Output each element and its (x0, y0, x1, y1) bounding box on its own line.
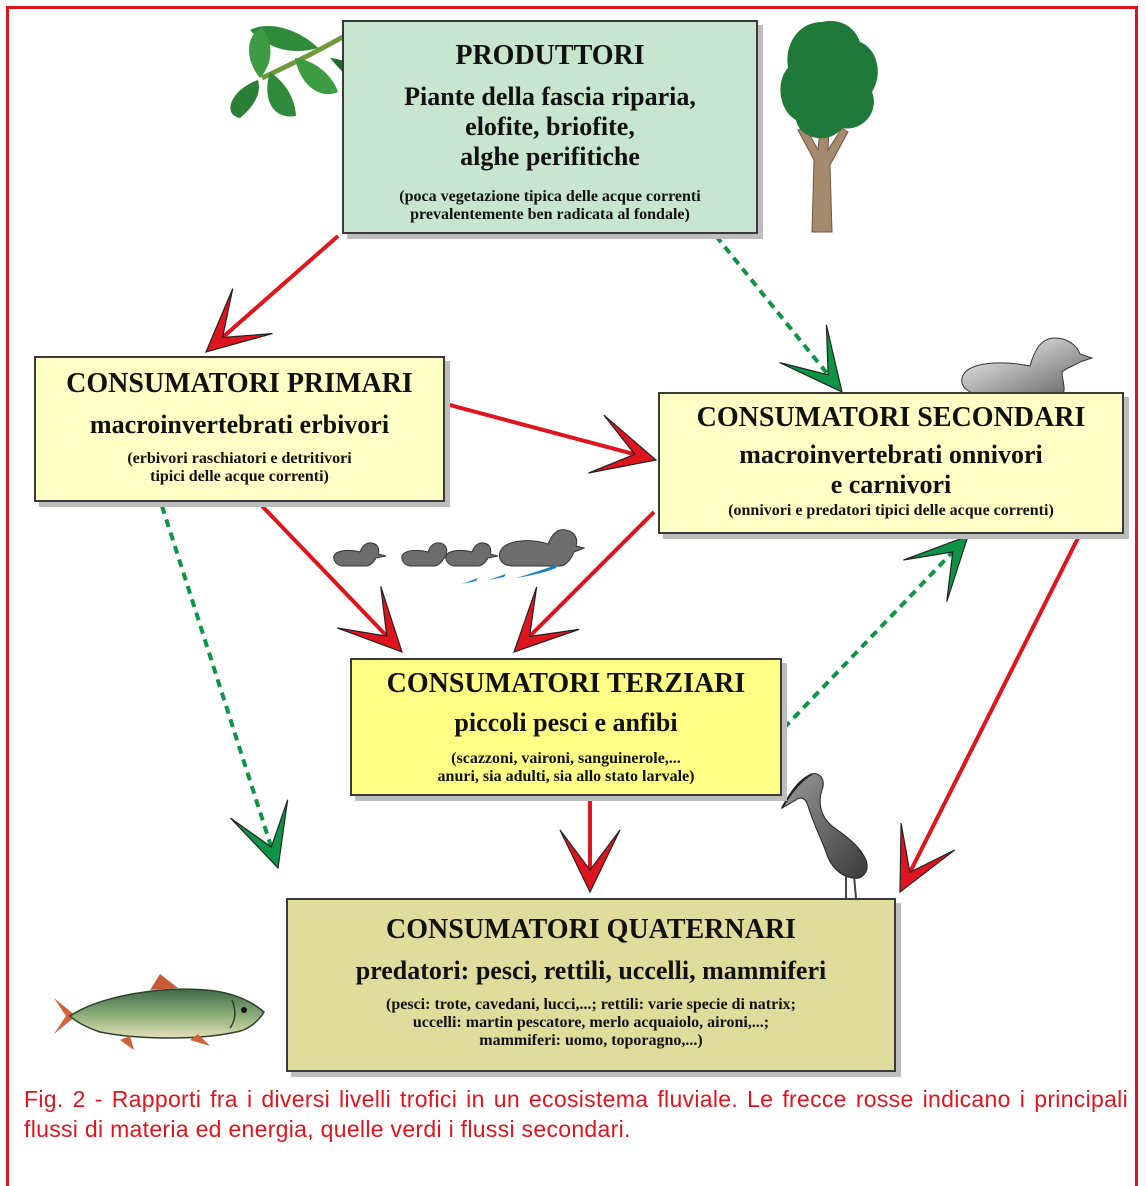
arrow-primary-to-quaternary-head (230, 799, 289, 870)
secondary-consumers-box: CONSUMATORI SECONDARI macroinvertebrati … (658, 392, 1124, 534)
arrow-primary-to-tertiary-head (337, 586, 403, 653)
arrow-tertiary-to-secondary (782, 535, 969, 730)
trout-icon (54, 974, 265, 1050)
heron-icon (780, 773, 868, 899)
arrow-secondary-to-tertiary-head (513, 586, 580, 653)
page-frame (6, 6, 1138, 1186)
duck-icon (961, 337, 1094, 397)
figure-caption: Fig. 2 - Rapporti fra i diversi livelli … (24, 1086, 1128, 1142)
quaternary-title: CONSUMATORI QUATERNARI (386, 914, 796, 945)
primary-note-line: (erbivori raschiatori e detritivori (127, 450, 352, 467)
primary-subtitle: macroinvertebrati erbivori (89, 410, 390, 439)
tertiary-subtitle: piccoli pesci e anfibi (454, 708, 678, 737)
tertiary-title: CONSUMATORI TERZIARI (386, 668, 746, 699)
arrow-tertiary-to-quaternary (559, 798, 621, 894)
water-ripples-icon (462, 564, 558, 584)
arrow-primary-to-tertiary (260, 504, 403, 653)
flow-arrows (160, 234, 1082, 894)
producers-note-line: (poca vegetazione tipica delle acque cor… (399, 188, 701, 205)
arrow-producers-to-primary (204, 234, 340, 353)
arrow-producers-to-primary-head (204, 288, 273, 353)
secondary-title: CONSUMATORI SECONDARI (696, 402, 1086, 433)
arrow-primary-to-quaternary (160, 505, 289, 870)
tertiary-consumers-box: CONSUMATORI TERZIARI piccoli pesci e anf… (350, 658, 782, 796)
secondary-subtitle-line: macroinvertebrati onnivori (739, 440, 1043, 469)
quaternary-note-line: (pesci: trote, cavedani, lucci,...; rett… (386, 996, 796, 1013)
producers-subtitle-line: Piante della fascia riparia, (404, 82, 696, 111)
quaternary-subtitle: predatori: pesci, rettili, uccelli, mamm… (355, 956, 827, 985)
producers-subtitle-line: elofite, briofite, (465, 112, 635, 141)
primary-title: CONSUMATORI PRIMARI (66, 368, 413, 399)
arrow-tertiary-to-secondary-head (903, 535, 969, 602)
quaternary-note-line: uccelli: martin pescatore, merlo acquaio… (412, 1014, 770, 1031)
primary-note-line: tipici delle acque correnti) (150, 468, 329, 485)
arrow-primary-to-secondary (445, 402, 658, 474)
arrow-secondary-to-quaternary (899, 533, 1082, 894)
arrow-primary-to-secondary-head (588, 414, 658, 474)
secondary-note-line: (onnivori e predatori tipici delle acque… (728, 502, 1054, 519)
tree-icon (780, 20, 878, 233)
quaternary-consumers-box: CONSUMATORI QUATERNARI predatori: pesci,… (286, 898, 896, 1072)
arrow-secondary-to-tertiary (513, 510, 656, 653)
producers-note-line: prevalentemente ben radicata al fondale) (410, 206, 690, 223)
tertiary-note-line: anuri, sia adulti, sia allo stato larval… (437, 768, 695, 785)
tertiary-note-line: (scazzoni, vaironi, sanguinerole,... (451, 750, 681, 767)
arrow-producers-to-secondary (714, 234, 843, 394)
producers-title: PRODUTTORI (455, 40, 645, 71)
arrow-producers-to-secondary-head (779, 324, 843, 394)
primary-consumers-box: CONSUMATORI PRIMARI macroinvertebrati er… (34, 356, 445, 502)
quaternary-note-line: mammiferi: uomo, toporagno,...) (479, 1032, 703, 1049)
producers-subtitle-line: alghe perifitiche (460, 142, 640, 171)
arrow-secondary-to-quaternary-head (899, 823, 956, 894)
secondary-subtitle-line: e carnivori (830, 470, 952, 499)
arrow-tertiary-to-quaternary-head (559, 829, 621, 894)
producers-box: PRODUTTORI Piante della fascia riparia, … (342, 20, 758, 234)
ducklings-icon (333, 529, 586, 567)
